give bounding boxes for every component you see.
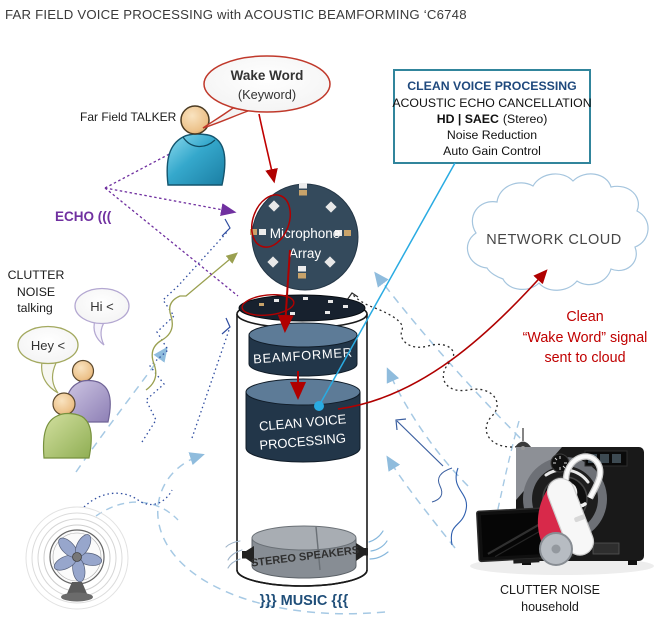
mic-array: Microphone Array	[250, 183, 359, 291]
far-field-talker-label: Far Field TALKER	[80, 110, 177, 124]
person-green-head	[52, 392, 76, 416]
talker-body	[166, 133, 226, 186]
clutter-talking-label-3: talking	[17, 301, 53, 315]
arrow-clean-to-cloud	[337, 269, 548, 410]
signal-arrows	[258, 113, 548, 411]
box-line-nr: Noise Reduction	[447, 128, 537, 142]
hi-speech-bubble: Hi <	[74, 287, 130, 346]
disc-highlight-ellipse	[241, 293, 295, 317]
noise-path-music-sweep	[157, 452, 386, 615]
noise-paths	[75, 139, 531, 615]
arrow-mic-to-beamformer	[277, 249, 294, 333]
hi-bubble-text: Hi <	[90, 299, 113, 314]
top-disc-mics	[259, 297, 348, 315]
noise-dotted-washer-arrowhead	[346, 292, 359, 301]
clean-signal-label-2: “Wake Word” signal	[523, 330, 648, 346]
clean-signal-label-1: Clean	[566, 309, 603, 325]
mic-highlight-ellipse	[250, 194, 292, 248]
noise-navy-arrowhead	[395, 418, 407, 431]
page-title: FAR FIELD VOICE PROCESSING with ACOUSTIC…	[5, 7, 467, 22]
vacuum-figure	[537, 453, 604, 566]
hey-bubble-text: Hey <	[31, 338, 65, 353]
beamformer-disc: BEAMFORMER	[248, 322, 358, 377]
wake-word-text-2: (Keyword)	[238, 87, 296, 102]
wake-word-text-1: Wake Word	[231, 68, 304, 83]
person-purple-head	[71, 359, 95, 383]
beamformer-label: BEAMFORMER	[253, 345, 354, 367]
noise-path-household-2	[386, 367, 469, 487]
box-line-aec: ACOUSTIC ECHO CANCELLATION	[392, 96, 591, 110]
fan-blades	[53, 534, 103, 583]
noise-dotted-talk-zigzag	[141, 230, 229, 443]
noise-dotted-talk-2	[191, 329, 230, 439]
hanging-lamp-icon	[515, 428, 531, 450]
noise-dotted-talk-2-arrowhead	[221, 317, 231, 335]
hey-speech-bubble: Hey <	[17, 325, 79, 394]
clean-voice-processing-box: CLEAN VOICE PROCESSING ACOUSTIC ECHO CAN…	[392, 69, 592, 164]
wake-word-bubble: Wake Word (Keyword)	[202, 55, 331, 129]
noise-dotted-fan	[83, 489, 173, 508]
clutter-household-label-1: CLUTTER NOISE	[500, 583, 600, 597]
clutter-talking-label-1: CLUTTER	[8, 268, 65, 282]
talking-people: Hi < Hey <	[17, 287, 130, 459]
noise-dotted-talk-arrowhead	[221, 218, 231, 237]
smart-speaker-cylinder: BEAMFORMER CLEAN VOICE PROCESSING STEREO…	[225, 293, 389, 587]
vacuum-canister	[546, 477, 595, 556]
cyan-link-line	[319, 162, 456, 405]
music-label: }}} MUSIC {{{	[260, 593, 349, 609]
household-cluster	[470, 428, 654, 575]
noise-navy-squiggle-2	[450, 467, 468, 546]
labels-layer: FAR FIELD VOICE PROCESSING with ACOUSTIC…	[5, 7, 647, 614]
noise-path-household-3	[386, 455, 456, 549]
stereo-speakers-disc: STEREO SPEAKERS	[242, 525, 368, 579]
talker-head	[180, 105, 210, 135]
echo-line-to-mic	[104, 187, 237, 217]
box-line-saec: HD | SAEC(Stereo)	[437, 112, 548, 126]
clean-signal-label-3: sent to cloud	[544, 350, 625, 366]
box-title: CLEAN VOICE PROCESSING	[407, 79, 576, 93]
clutter-talking-label-2: NOISE	[17, 285, 55, 299]
clutter-household-label-2: household	[521, 600, 579, 614]
noise-navy-arrow	[396, 420, 444, 467]
noise-navy-squiggle-1	[431, 467, 453, 503]
network-cloud: NETWORK CLOUD	[466, 173, 649, 291]
mic-elements	[250, 183, 351, 279]
network-cloud-label: NETWORK CLOUD	[486, 232, 621, 248]
noise-path-household-1	[374, 271, 531, 449]
mic-array-label-1: Microphone	[270, 226, 341, 241]
noise-dotted-washer	[352, 294, 523, 448]
echo-line-down	[104, 187, 239, 297]
wake-word-arrow-to-mic	[258, 113, 278, 184]
mic-array-label-2: Array	[289, 246, 322, 261]
speaker-sound-waves	[225, 530, 389, 569]
cyan-link-dot	[314, 401, 324, 411]
noise-olive-wave	[145, 252, 238, 391]
clean-voice-disc: CLEAN VOICE PROCESSING	[245, 378, 361, 463]
speaker-icon-right	[356, 543, 368, 561]
speaker-icon-left	[242, 546, 254, 564]
fan-figure	[25, 506, 129, 610]
talker-figure	[166, 105, 226, 186]
echo-label: ECHO (((	[55, 209, 112, 224]
person-green-body	[42, 412, 92, 459]
box-line-agc: Auto Gain Control	[443, 144, 541, 158]
